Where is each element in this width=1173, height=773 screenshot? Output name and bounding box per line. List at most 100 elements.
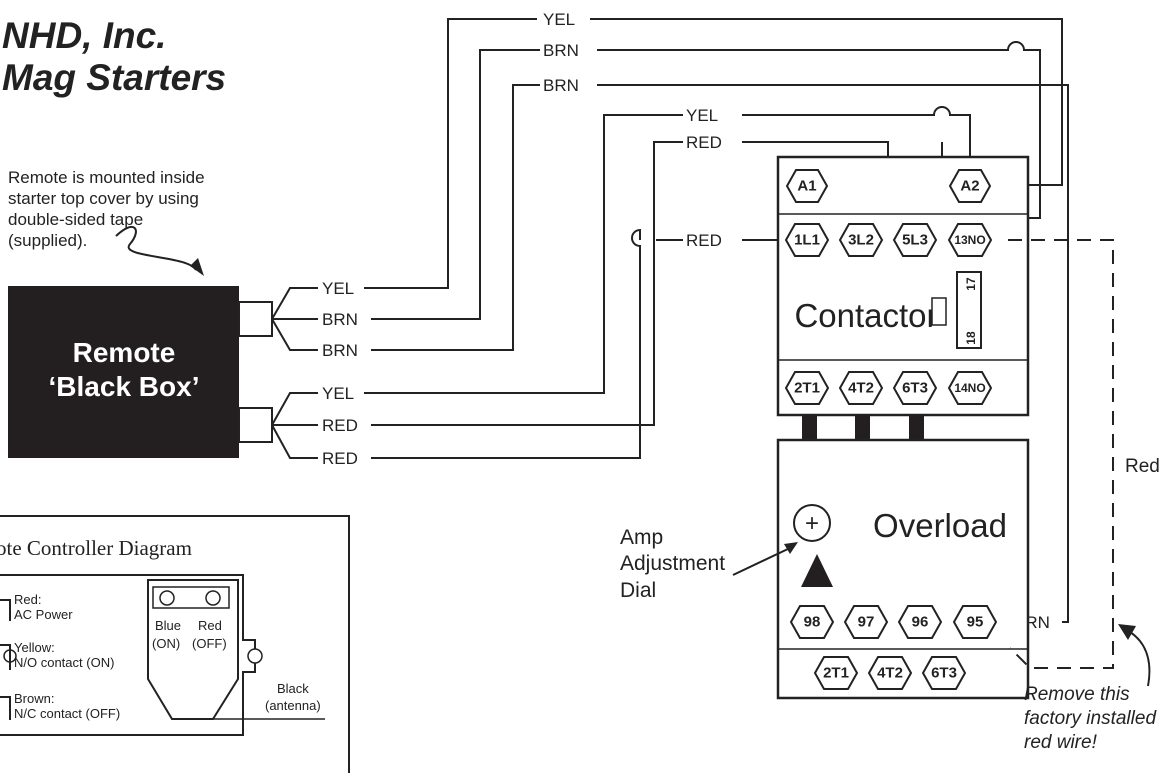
wire-label: YEL xyxy=(543,10,575,29)
wire-brn-13no xyxy=(371,41,1041,320)
mount-hole-icon xyxy=(247,648,263,664)
remove-note-arrowhead-icon xyxy=(1118,624,1136,640)
overload-label: Overload xyxy=(873,507,1007,544)
wire-label: RED xyxy=(686,231,722,250)
svg-text:6T3: 6T3 xyxy=(931,665,957,682)
terminal-ovl-2t1: 2T1 xyxy=(813,656,859,690)
wire-label: BRN xyxy=(543,76,579,95)
svg-text:95: 95 xyxy=(967,614,984,631)
wire-label: YEL xyxy=(322,279,354,298)
terminal-96: 96 xyxy=(897,605,943,639)
terminal-ovl-4t2: 4T2 xyxy=(867,656,913,690)
terminal-5l3: 5L3 xyxy=(892,223,938,257)
inset-wire-label: Brown: xyxy=(14,691,54,706)
remote-box-line-2: ‘Black Box’ xyxy=(49,371,200,402)
wire-label: YEL xyxy=(686,106,718,125)
terminal-98: 98 xyxy=(789,605,835,639)
svg-text:97: 97 xyxy=(858,614,875,631)
lead-fan-bottom xyxy=(271,392,318,459)
inset-leads xyxy=(0,599,11,720)
terminal-95: 95 xyxy=(952,605,998,639)
wire-red-1l1 xyxy=(371,228,683,459)
remote-note-line: starter top cover by using xyxy=(8,189,199,208)
remote-box-line-1: Remote xyxy=(73,337,176,368)
amp-dial-note: Amp Adjustment Dial xyxy=(620,526,725,602)
amp-note-line: Adjustment xyxy=(620,552,725,575)
contactor-label: Contactor xyxy=(794,297,937,334)
inset-wire-desc: N/O contact (ON) xyxy=(14,655,114,670)
svg-text:13NO: 13NO xyxy=(954,233,985,247)
svg-text:1L1: 1L1 xyxy=(794,232,820,249)
wire-label: RED xyxy=(686,133,722,152)
wire-yel-inner xyxy=(364,106,971,394)
amp-dial-icon xyxy=(793,504,831,542)
remove-note-line: red wire! xyxy=(1024,732,1098,753)
terminal-1l1: 1L1 xyxy=(784,223,830,257)
red-button-icon xyxy=(205,590,221,606)
svg-text:3L2: 3L2 xyxy=(848,232,874,249)
wire-label: RED xyxy=(322,449,358,468)
svg-text:4T2: 4T2 xyxy=(848,380,874,397)
svg-text:6T3: 6T3 xyxy=(902,380,928,397)
amp-note-line: Dial xyxy=(620,579,656,602)
overload: Overload + xyxy=(776,438,1030,700)
aux-contact-block xyxy=(956,271,982,349)
jumper-label: Red xyxy=(1125,456,1160,477)
svg-text:4T2: 4T2 xyxy=(877,665,903,682)
svg-text:98: 98 xyxy=(804,614,821,631)
terminal-4t2: 4T2 xyxy=(838,371,884,405)
remove-note-arrow xyxy=(1129,631,1151,687)
terminal-3l2: 3L2 xyxy=(838,223,884,257)
inset-remote-controller-diagram: ote Controller Diagram Blue Red (ON) (OF… xyxy=(0,515,350,773)
svg-text:96: 96 xyxy=(912,614,929,631)
remove-note-line: factory installed xyxy=(1024,708,1157,729)
wire-label: RED xyxy=(322,416,358,435)
inset-wire-label: Yellow: xyxy=(14,640,55,655)
bus-bars xyxy=(802,415,924,440)
aux-label: 17 xyxy=(964,277,978,291)
remote-note-line: Remote is mounted inside xyxy=(8,168,205,187)
wire-label: BRN xyxy=(543,41,579,60)
title-line-2: Mag Starters xyxy=(2,57,226,98)
aux-contact-window xyxy=(931,297,947,326)
remote-note-line: double-sided tape xyxy=(8,210,143,229)
terminal-a2: A2 xyxy=(948,169,992,203)
remove-wire-note: Remove this factory installed red wire! xyxy=(1024,684,1157,753)
factory-red-jumper xyxy=(1008,239,1114,669)
remote-connector-top xyxy=(238,301,273,337)
inset-wire-label: Red: xyxy=(14,592,41,607)
wire-label: BRN xyxy=(322,310,358,329)
button-label: Red xyxy=(198,618,222,633)
antenna-label: (antenna) xyxy=(265,698,321,713)
aux-label: 18 xyxy=(964,331,978,345)
blue-button-icon xyxy=(159,590,175,606)
lead-fan-top xyxy=(271,287,318,351)
remote-mount-note: Remote is mounted inside starter top cov… xyxy=(8,168,205,250)
wire-label: YEL xyxy=(322,384,354,403)
svg-text:2T1: 2T1 xyxy=(823,665,849,682)
wire-label: BRN xyxy=(322,341,358,360)
wire-brn-95 xyxy=(371,84,1069,623)
button-label: Blue xyxy=(155,618,181,633)
remove-note-line: Remove this xyxy=(1024,684,1130,705)
dial-pointer-icon xyxy=(801,554,833,587)
svg-text:2T1: 2T1 xyxy=(794,380,820,397)
svg-text:A1: A1 xyxy=(797,178,816,195)
amp-note-line: Amp xyxy=(620,526,663,549)
amp-note-leader xyxy=(732,547,791,576)
button-state: (ON) xyxy=(152,636,180,651)
amp-note-arrowhead-icon xyxy=(784,542,798,554)
remote-connector-bottom xyxy=(238,407,273,443)
svg-text:14NO: 14NO xyxy=(954,381,985,395)
antenna-label: Black xyxy=(277,681,309,696)
svg-text:5L3: 5L3 xyxy=(902,232,928,249)
remote-note-arrow xyxy=(115,225,197,271)
remote-note-line: (supplied). xyxy=(8,231,87,250)
terminal-97: 97 xyxy=(843,605,889,639)
inset-wire-desc: AC Power xyxy=(14,607,73,622)
inset-wire-desc: N/C contact (OFF) xyxy=(14,706,120,721)
terminal-6t3: 6T3 xyxy=(892,371,938,405)
title-line-1: NHD, Inc. xyxy=(2,15,166,56)
terminal-a1: A1 xyxy=(785,169,829,203)
